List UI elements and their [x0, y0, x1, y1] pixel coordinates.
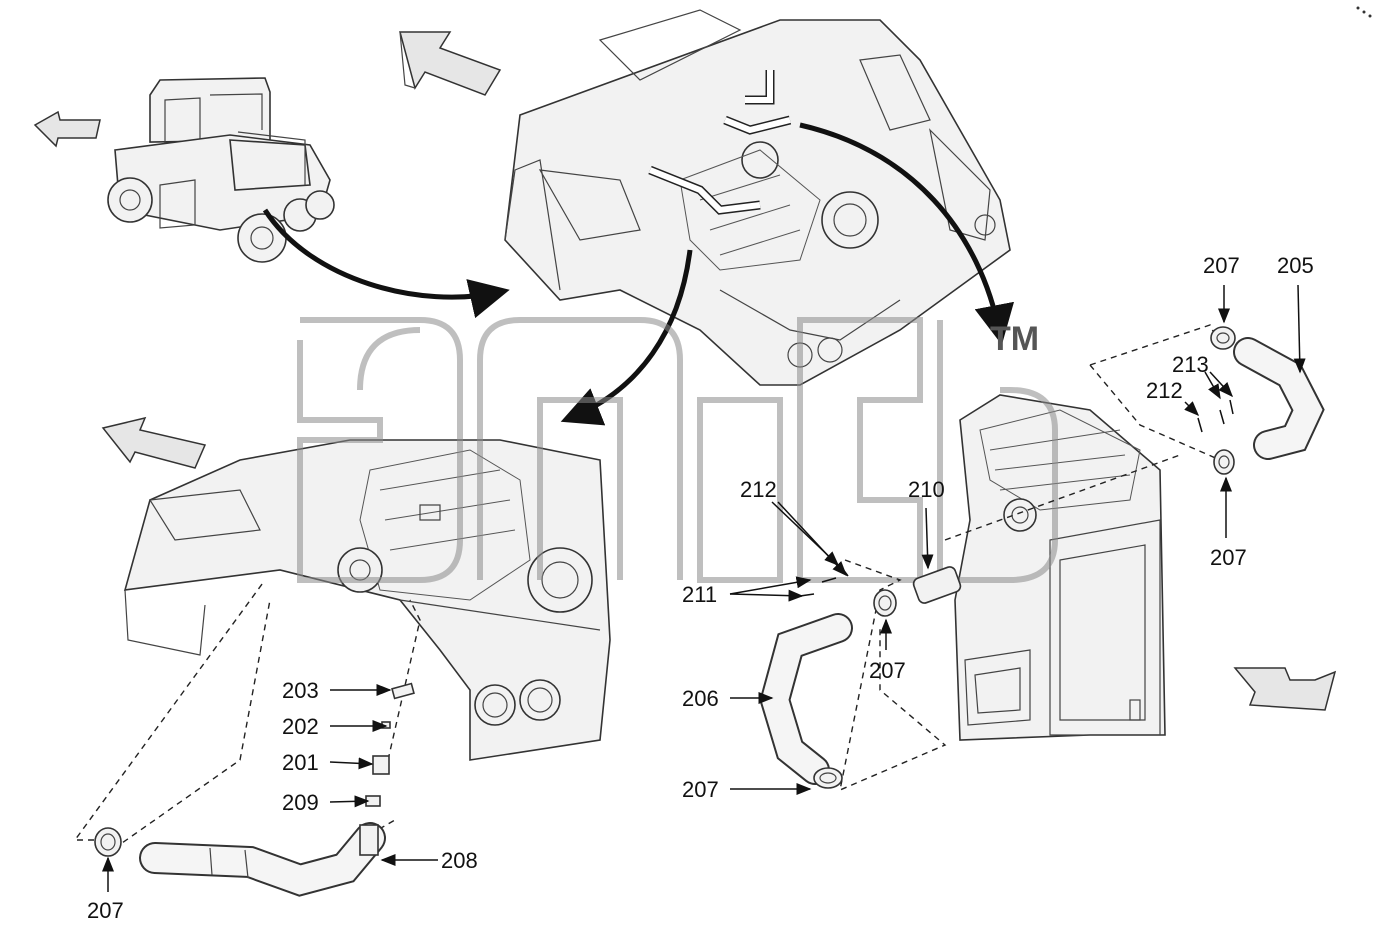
- direction-arrow-top-left: [33, 110, 101, 148]
- callout-205: 205: [1277, 253, 1314, 278]
- engine-compartment-right-view: [954, 394, 1166, 741]
- callout-203: 203: [282, 678, 319, 703]
- callout-209: 209: [282, 790, 319, 815]
- callout-210: 210: [908, 477, 945, 502]
- bolts-212-213-right: [1197, 399, 1234, 433]
- hose-206: [759, 613, 853, 785]
- hose-clamp-207-mid: [873, 589, 897, 617]
- hose-205: [1233, 337, 1325, 460]
- watermark-logo: TM: [297, 317, 1058, 583]
- callout-212-right: 212: [1146, 378, 1183, 403]
- callout-207-top: 207: [1203, 253, 1240, 278]
- direction-arrow-top-center: [399, 31, 502, 96]
- callout-207-left: 207: [87, 898, 124, 923]
- direction-arrow-right: [1233, 667, 1337, 711]
- callout-207-right: 207: [1210, 545, 1247, 570]
- leader-lines: [102, 284, 1306, 892]
- hose-clamp-207-left: [94, 827, 122, 857]
- callout-208: 208: [441, 848, 478, 873]
- engine-compartment-top-view: [504, 9, 1011, 386]
- direction-arrow-mid-left: [101, 416, 207, 469]
- hose-clamp-207-top: [1210, 326, 1236, 350]
- watermark-trademark: TM: [990, 320, 1039, 358]
- pipe-210: [912, 566, 962, 604]
- transition-arrow-top-to-right: [799, 122, 1015, 345]
- corner-mark: [1356, 6, 1372, 18]
- callout-201: 201: [282, 750, 319, 775]
- callout-207-low: 207: [682, 777, 719, 802]
- transition-arrow-truck-to-top: [262, 208, 510, 319]
- hose-208: [139, 822, 386, 897]
- hose-clamp-207-low: [813, 767, 843, 789]
- callout-202: 202: [282, 714, 319, 739]
- callout-211: 211: [682, 582, 717, 607]
- forklift-truck-icon: [107, 77, 335, 263]
- callout-207-mid: 207: [869, 658, 906, 683]
- hose-fitting-stack: [359, 682, 415, 856]
- callout-212-mid: 212: [740, 477, 777, 502]
- hose-clamp-207-right: [1213, 449, 1235, 475]
- callout-213: 213: [1172, 352, 1209, 377]
- callout-labels: 207 205 213 212 207 212 210 211 207 206 …: [87, 253, 1314, 923]
- assembly-lines: [73, 324, 1221, 856]
- callout-206: 206: [682, 686, 719, 711]
- transition-arrow-top-to-left: [560, 249, 693, 426]
